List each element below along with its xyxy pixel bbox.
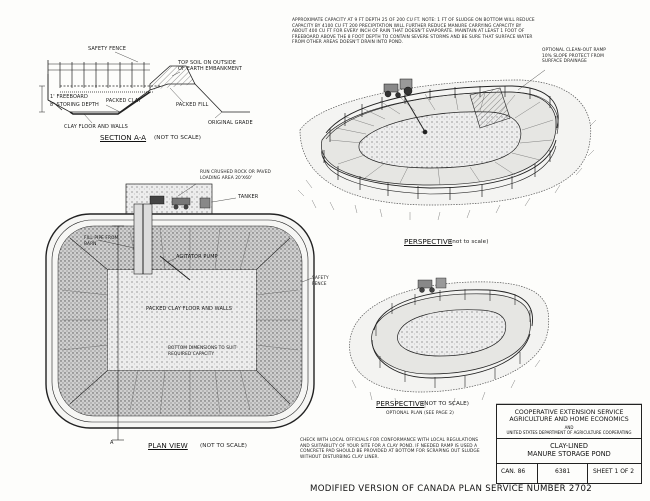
title-block-org1: COOPERATIVE EXTENSION SERVICE xyxy=(514,409,624,416)
title-block-number: 6381 xyxy=(555,468,571,475)
note-check-officials: CHECK WITH LOCAL OFFICIALS FOR CONFORMAN… xyxy=(300,438,480,460)
label-storing-depth: 8' STORING DEPTH xyxy=(50,102,99,108)
perspective-bottom-title: PERSPECTIVE xyxy=(376,399,425,408)
label-freeboard: 1' FREEBOARD xyxy=(50,94,88,100)
plan-view-title: PLAN VIEW xyxy=(148,441,188,450)
title-block-org2: AGRICULTURE AND HOME ECONOMICS xyxy=(509,416,629,423)
section-marker-a: A xyxy=(110,440,114,446)
perspective-bottom-drawing xyxy=(349,277,550,408)
title-block-and: AND xyxy=(564,425,574,430)
plan-view-drawing xyxy=(45,183,315,441)
label-original-grade: ORIGINAL GRADE xyxy=(208,120,253,126)
perspective-top-drawing xyxy=(297,69,597,221)
label-packed-fill: PACKED FILL xyxy=(176,102,209,108)
label-tanker: TANKER xyxy=(238,194,259,200)
label-safety-fence-section: SAFETY FENCE xyxy=(88,46,127,52)
label-clay-floor: CLAY FLOOR AND WALLS xyxy=(64,124,128,130)
title-block-rule-2 xyxy=(497,463,641,464)
label-cleanout-ramp: OPTIONAL CLEAN-OUT RAMP 10% SLOPE PROTEC… xyxy=(542,48,606,65)
label-fill-pipe: FILL PIPE FROM BARN xyxy=(84,236,119,247)
title-block-drawing-title-1: CLAY-LINED xyxy=(550,442,588,450)
title-block-divider-2 xyxy=(587,463,588,483)
label-top-soil: TOP SOIL ON OUTSIDE OF EARTH EMBANKMENT xyxy=(178,60,243,72)
title-block-divider-1 xyxy=(537,463,538,483)
section-a-a-title: SECTION A-A xyxy=(100,133,147,142)
note-capacity: APPROXIMATE CAPACITY AT 9 FT DEPTH 25 OF… xyxy=(292,18,535,46)
perspective-bottom-sub: OPTIONAL PLAN (SEE PAGE 2) xyxy=(386,411,454,416)
title-block-sheet: SHEET 1 OF 2 xyxy=(593,468,635,475)
label-bottom-dimensions: BOTTOM DIMENSIONS TO SUIT REQUIRED CAPAC… xyxy=(168,346,237,357)
section-a-a-drawing xyxy=(39,51,250,124)
plan-view-scale: (NOT TO SCALE) xyxy=(200,443,248,449)
perspective-top-scale: (not to scale) xyxy=(450,239,489,245)
title-block-usda: UNITED STATES DEPARTMENT OF AGRICULTURE … xyxy=(506,430,632,435)
title-block-drawing-title-2: MANURE STORAGE POND xyxy=(527,450,611,458)
footer-plan-service: MODIFIED VERSION OF CANADA PLAN SERVICE … xyxy=(310,484,592,494)
title-block: COOPERATIVE EXTENSION SERVICE AGRICULTUR… xyxy=(496,404,642,484)
label-packed-clay-section: PACKED CLAY xyxy=(106,98,141,104)
label-agitator-pump: AGITATOR PUMP xyxy=(176,254,218,260)
section-a-a-scale: (NOT TO SCALE) xyxy=(154,135,202,141)
label-packed-clay-floor: PACKED CLAY FLOOR AND WALLS xyxy=(146,306,233,312)
label-crushed-rock: RUN CRUSHED ROCK OR PAVED LOADING AREA 2… xyxy=(200,170,271,181)
title-block-rule-1 xyxy=(497,438,641,439)
perspective-bottom-scale: (NOT TO SCALE) xyxy=(422,401,470,407)
perspective-top-title: PERSPECTIVE xyxy=(404,237,453,246)
label-safety-fence-plan: SAFETY FENCE xyxy=(312,276,329,287)
title-block-can: CAN. 86 xyxy=(501,468,526,475)
